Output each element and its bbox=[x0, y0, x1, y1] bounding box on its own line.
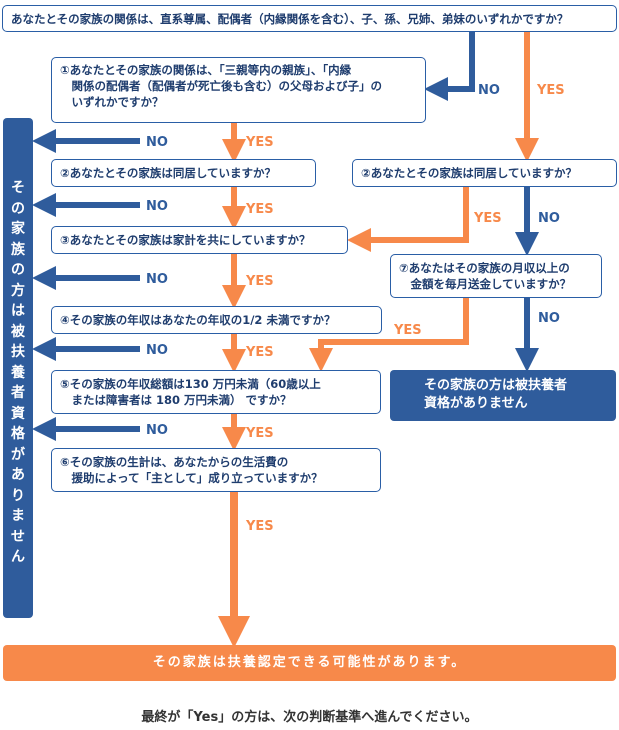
vertical-char: が bbox=[11, 446, 25, 463]
footer-note: 最終が「Yes」の方は、次の判断基準へ進んでください。 bbox=[141, 710, 478, 725]
vertical-char: あ bbox=[11, 467, 25, 483]
vertical-char: 扶 bbox=[11, 344, 25, 360]
vertical-char: 族 bbox=[11, 241, 25, 258]
label-q2r-yes: YES bbox=[473, 211, 502, 226]
vertical-char: り bbox=[11, 487, 25, 504]
question-shared-household: ③あなたとその家族は家計を共にしていますか？ bbox=[51, 226, 348, 254]
vertical-char: せ bbox=[11, 528, 25, 545]
vertical-char: 方 bbox=[11, 282, 25, 299]
result-not-eligible-left: その家族の方は被扶養者資格がありません bbox=[3, 178, 33, 568]
question-monthly-remittance: ⑦あなたはその家族の月収以上の 金額を毎月送金していますか？ bbox=[390, 254, 602, 298]
question-live-together-left: ②あなたとその家族は同居していますか？ bbox=[51, 159, 316, 187]
vertical-char: は bbox=[11, 303, 25, 319]
label-q3-no: NO bbox=[146, 272, 168, 287]
vertical-char: ん bbox=[11, 549, 25, 565]
label-q4-yes: YES bbox=[245, 345, 274, 360]
label-q2-no: NO bbox=[146, 199, 168, 214]
vertical-char: の bbox=[11, 262, 25, 278]
vertical-char: そ bbox=[11, 180, 25, 196]
arrow-q0-no bbox=[424, 32, 475, 101]
label-q0-yes: YES bbox=[536, 83, 565, 98]
label-q3-yes: YES bbox=[245, 274, 274, 289]
label-q5-no: NO bbox=[146, 423, 168, 438]
arrow-q2r-yes bbox=[347, 187, 469, 252]
label-q7-no: NO bbox=[538, 311, 560, 326]
label-q7-yes: YES bbox=[393, 323, 422, 338]
question-income-limit: ⑤その家族の年収総額は130 万円未満（60歳以上 または障害者は 180 万円… bbox=[51, 370, 381, 414]
result-not-eligible-left-bar bbox=[3, 118, 33, 618]
label-q1-yes: YES bbox=[245, 135, 274, 150]
label-q1-no: NO bbox=[146, 135, 168, 150]
label-q5-yes: YES bbox=[245, 426, 274, 441]
label-q4-no: NO bbox=[146, 343, 168, 358]
vertical-char: 格 bbox=[11, 426, 25, 442]
vertical-char: ま bbox=[11, 508, 25, 524]
question-relation-direct: あなたとその家族の関係は、直系尊属、配偶者（内縁関係を含む）、子、孫、兄姉、弟妹… bbox=[2, 5, 617, 32]
arrow-q7-yes bbox=[309, 298, 469, 372]
result-eligible: その家族は扶養認定できる可能性があります。 bbox=[3, 645, 616, 681]
label-q6-yes: YES bbox=[245, 519, 274, 534]
question-live-together-right: ②あなたとその家族は同居していますか？ bbox=[352, 159, 617, 187]
question-livelihood-support: ⑥その家族の生計は、あなたからの生活費の 援助によって「主として」成り立っていま… bbox=[51, 448, 381, 492]
vertical-char: 者 bbox=[11, 385, 25, 401]
label-q2-yes: YES bbox=[245, 202, 274, 217]
vertical-char: 被 bbox=[11, 323, 25, 340]
vertical-char: の bbox=[11, 200, 25, 217]
label-q0-no: NO bbox=[478, 83, 500, 98]
question-relation-third-degree: ①あなたとその家族の関係は、「三親等内の親族」、「内縁 関係の配偶者（配偶者が死… bbox=[51, 57, 426, 123]
vertical-char: 資 bbox=[11, 405, 25, 422]
result-not-eligible-right: その家族の方は被扶養者 資格がありません bbox=[390, 370, 616, 421]
vertical-char: 家 bbox=[11, 221, 25, 237]
vertical-char: 養 bbox=[11, 364, 25, 381]
label-q2r-no: NO bbox=[538, 211, 560, 226]
question-income-half: ④その家族の年収はあなたの年収の1/2 未満ですか？ bbox=[51, 306, 382, 334]
